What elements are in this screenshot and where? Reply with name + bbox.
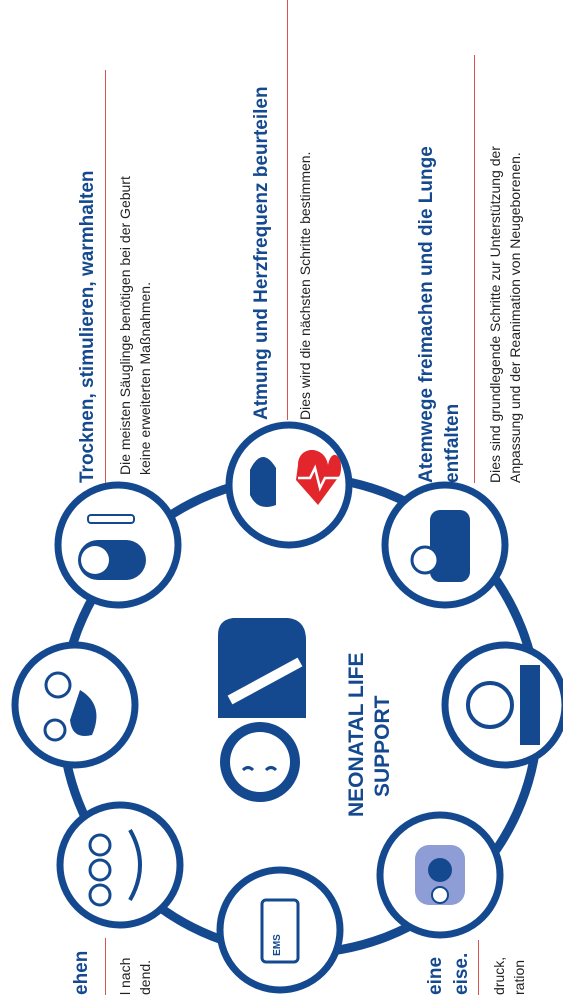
- ventilation-icon: [441, 641, 563, 769]
- partial-top-text-line2: dend.: [137, 959, 153, 995]
- chest-compression-icon: [376, 811, 504, 939]
- dry-warm-icon: [54, 481, 182, 609]
- breathing-heart-icon: [225, 421, 353, 549]
- airway-title-line2: entfalten: [442, 403, 463, 483]
- center-baby-icon: [218, 618, 306, 802]
- dry-warm-rule: [105, 70, 106, 483]
- partial-top-text-line1: l nach: [117, 957, 133, 995]
- partial-top-title: ehen: [71, 950, 92, 995]
- center-title-line2: SUPPORT: [371, 695, 394, 797]
- ems-transport-icon: EMS: [216, 866, 344, 994]
- airway-icon: [381, 481, 509, 609]
- dry-warm-title: Trocknen, stimulieren, warmhalten: [77, 170, 98, 483]
- family-care-icon: [56, 801, 184, 929]
- airway-text-line1: Dies sind grundlegende Schritte zur Unte…: [487, 146, 503, 483]
- partial-bottom-title-line1: eine: [425, 956, 446, 995]
- assess-text-line1: Dies wird die nächsten Schritte bestimme…: [297, 151, 313, 420]
- partial-bottom-title-line2: eise.: [451, 952, 472, 995]
- center-title-line1: NEONATAL LIFE: [345, 653, 368, 818]
- assess-title: Atmung und Herzfrequenz beurteilen: [251, 86, 272, 420]
- dry-warm-text-line1: Die meisten Säuglinge benötigen bei der …: [117, 176, 133, 475]
- partial-bottom-rule: [478, 940, 479, 995]
- airway-text-line2: Anpassung und der Reanimation von Neugeb…: [507, 152, 523, 483]
- dry-warm-text-line2: keine erweiterten Maßnahmen.: [137, 282, 153, 475]
- airway-rule: [474, 55, 475, 483]
- partial-top-rule: [105, 938, 106, 995]
- partial-bottom-text-line1: druck,: [491, 956, 507, 995]
- partial-bottom-text-line2: ration: [511, 959, 527, 995]
- ems-label: EMS: [272, 934, 283, 956]
- assess-rule: [287, 0, 288, 420]
- airway-title-line1: Atemwege freimachen und die Lunge: [416, 146, 437, 483]
- timing-clock-icon: [11, 641, 139, 769]
